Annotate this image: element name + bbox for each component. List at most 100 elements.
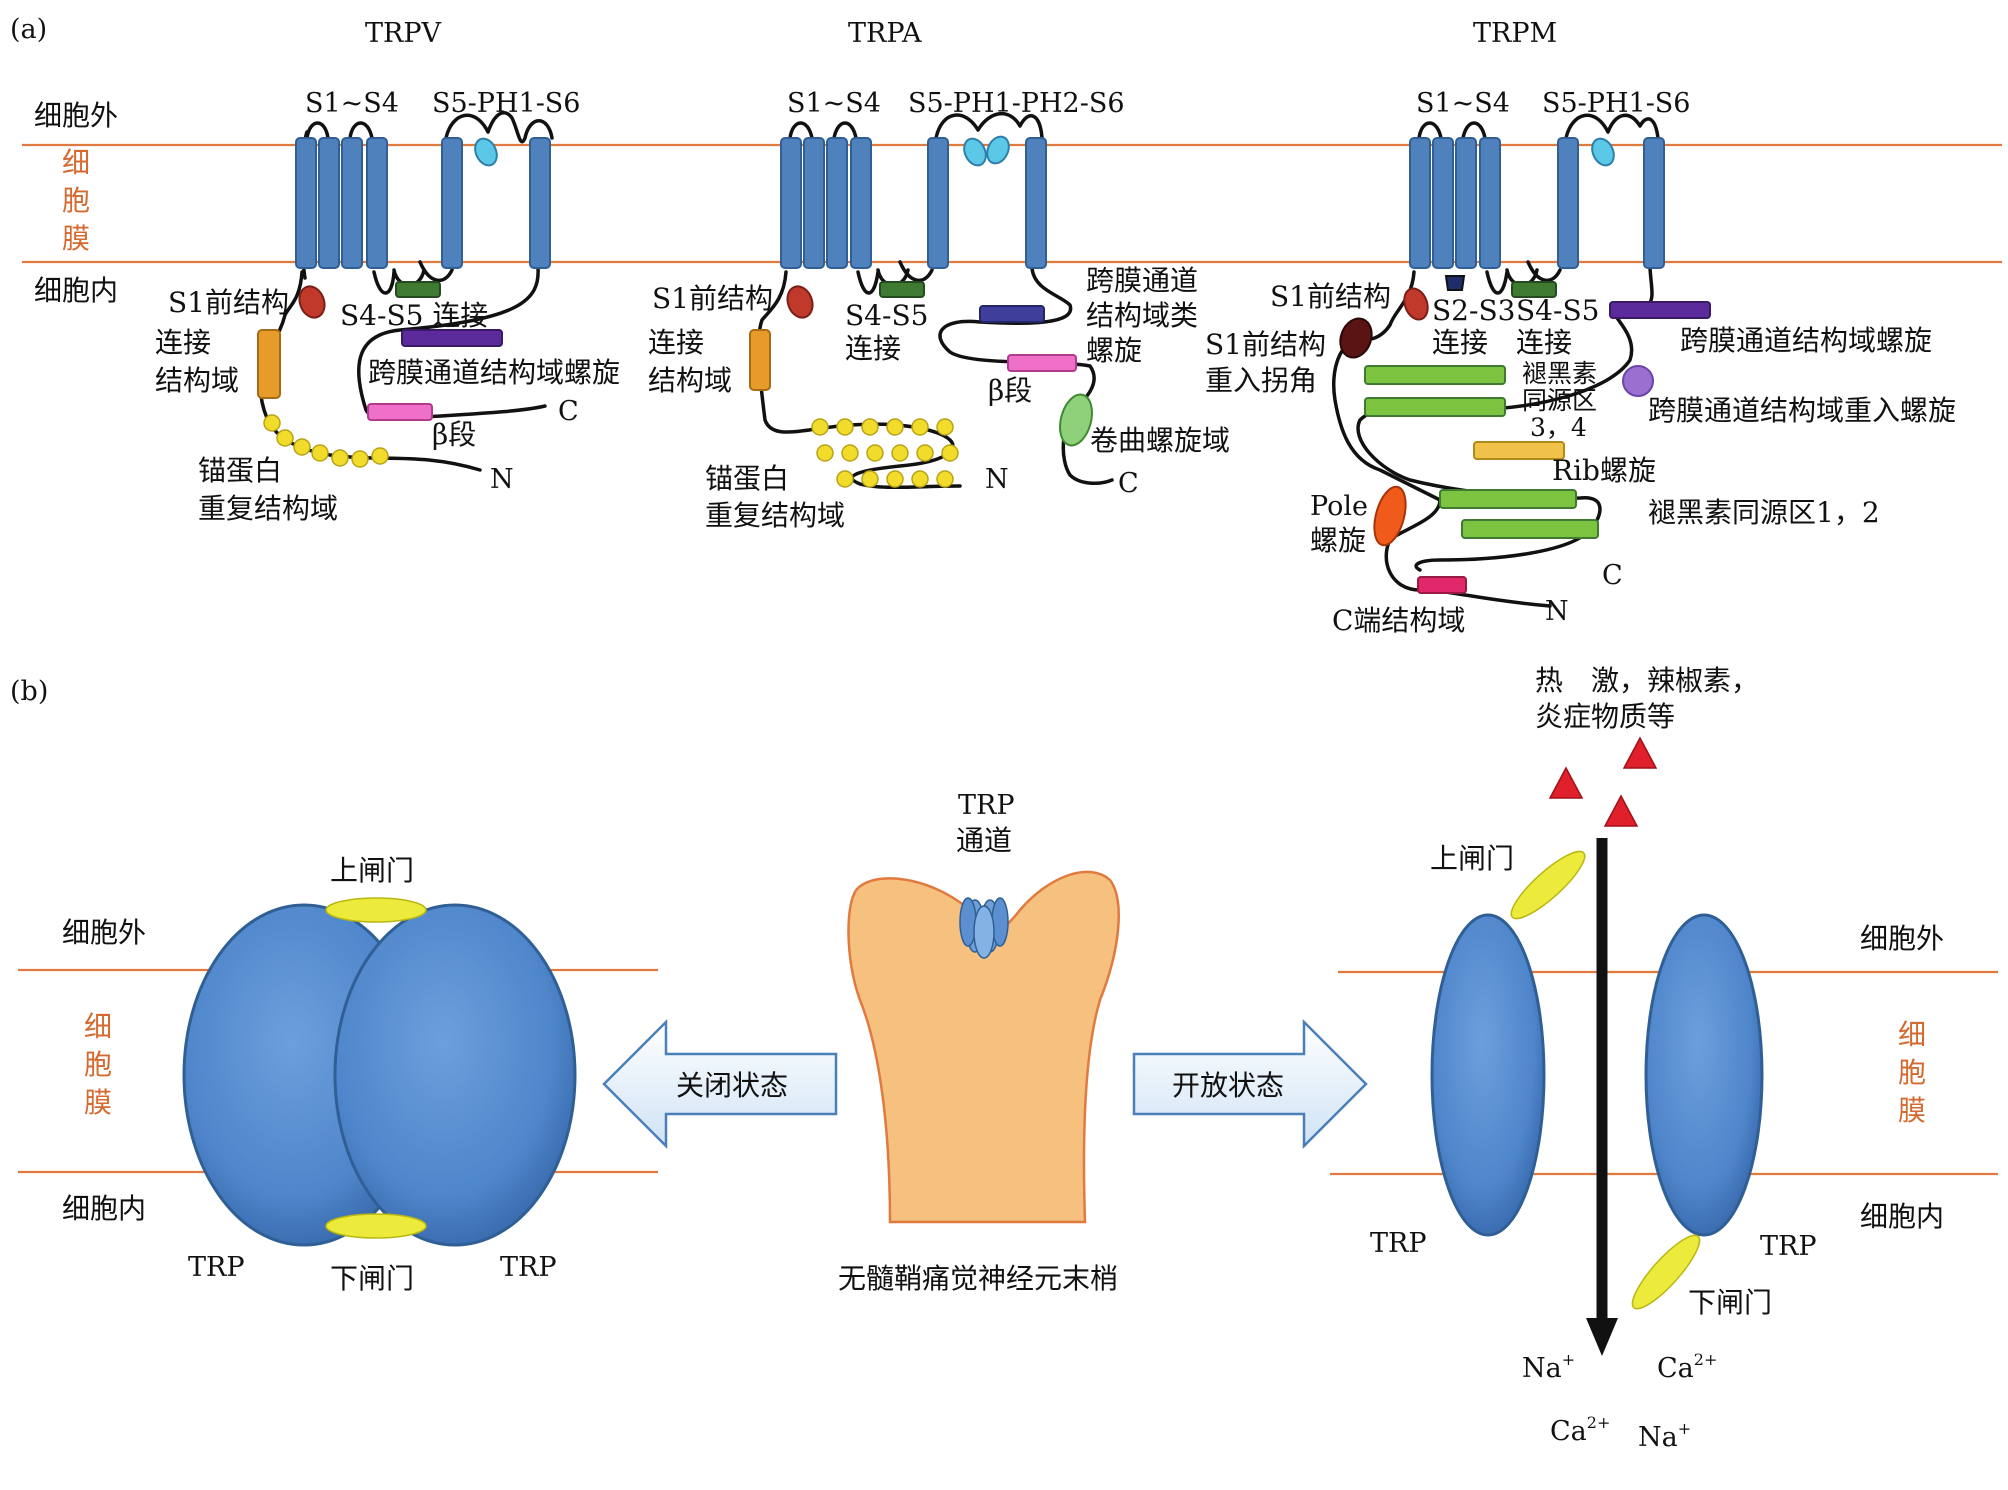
left-membrane-label-3: 膜 bbox=[84, 1086, 112, 1119]
trpm-pore-helix bbox=[1591, 137, 1615, 167]
trpm-s2s3-label-2: 连接 bbox=[1432, 326, 1488, 359]
trpv-linker-bar bbox=[257, 329, 281, 399]
stimulus-triangle bbox=[1548, 766, 1584, 799]
open-trp-subunit-right bbox=[1644, 913, 1764, 1237]
ankyrin-bead bbox=[911, 418, 929, 436]
trpa-s5s6-label: S5-PH1-PH2-S6 bbox=[908, 88, 1125, 119]
trpm-mhr1-bar bbox=[1439, 489, 1577, 509]
trpv-tm-helix-label: 跨膜通道结构域螺旋 bbox=[368, 356, 620, 389]
ankyrin-bead bbox=[861, 418, 879, 436]
ankyrin-bead bbox=[841, 444, 859, 462]
ankyrin-bead bbox=[886, 470, 904, 488]
closed-channel-panel: 细胞外 细 胞 膜 细胞内 上闸门 下闸门 TRP TRP bbox=[18, 854, 658, 1295]
trpa-tm-like-bar bbox=[979, 305, 1045, 323]
trp-channel-icon bbox=[959, 897, 1009, 959]
channel-subunit bbox=[973, 905, 995, 959]
ankyrin-bead bbox=[276, 429, 294, 447]
trpv-ankyrin-beads bbox=[263, 414, 389, 468]
panel-b-label: (b) bbox=[10, 676, 48, 707]
right-membrane-label-3: 膜 bbox=[1898, 1094, 1926, 1127]
neuron-terminal: TRP 通道 无髓鞘痛觉神经元末梢 bbox=[838, 790, 1120, 1295]
trpa-linker-bar bbox=[749, 329, 771, 391]
closed-trp-left-label: TRP bbox=[188, 1252, 245, 1283]
trpv-pre-s1-ellipse bbox=[298, 285, 326, 319]
ankyrin-bead bbox=[836, 418, 854, 436]
trpv-c-label: C bbox=[558, 396, 579, 427]
trpv-beta-bar bbox=[367, 403, 433, 421]
stimuli-label-2: 炎症物质等 bbox=[1535, 700, 1675, 733]
trpa-ankyrin-label-1: 锚蛋白 bbox=[705, 462, 789, 495]
trpa-pore-loop bbox=[934, 111, 1044, 140]
trpv-ankyrin-label-1: 锚蛋白 bbox=[198, 454, 282, 487]
ankyrin-bead bbox=[351, 450, 369, 468]
trpm-mhr34-label-2: 同源区 bbox=[1522, 386, 1597, 415]
trpa-linker-label-2: 结构域 bbox=[648, 364, 732, 397]
ankyrin-bead bbox=[916, 444, 934, 462]
trpv-linker-label-2: 结构域 bbox=[155, 364, 239, 397]
ankyrin-bead bbox=[861, 470, 879, 488]
panel-a-label: (a) bbox=[10, 14, 47, 45]
right-membrane-label-2: 胞 bbox=[1898, 1056, 1926, 1089]
trpa-helix-s3 bbox=[826, 137, 848, 269]
trpm-c-label: C bbox=[1602, 560, 1623, 591]
trpv-helix-s2 bbox=[318, 137, 340, 269]
trpm-helix-s1 bbox=[1409, 137, 1431, 269]
trpa-coiled-label: 卷曲螺旋域 bbox=[1090, 424, 1230, 457]
trpv-pore-helix bbox=[474, 137, 498, 167]
trpa-c-label: C bbox=[1118, 468, 1139, 499]
trpa-helix-s6 bbox=[1025, 137, 1047, 269]
trpm-elbow-label-1: S1前结构 bbox=[1205, 328, 1326, 361]
trpa-ankyrin-label-2: 重复结构域 bbox=[705, 499, 845, 532]
trpa-ankyrin-beads bbox=[811, 418, 959, 488]
trpa-tm-like-label-3: 螺旋 bbox=[1086, 334, 1142, 367]
ankyrin-bead bbox=[936, 470, 954, 488]
membrane-label-a-1: 细 bbox=[62, 146, 90, 179]
trpm-mhr4-bar bbox=[1364, 397, 1506, 417]
trpa-helix-s2 bbox=[803, 137, 825, 269]
trpm-schematic: TRPM S1~S4 S5-PH1-S6 S1前结构 S2-S3 连接 S4-S… bbox=[1205, 18, 1956, 637]
ion-ca-1: Ca2+ bbox=[1657, 1350, 1717, 1384]
trpa-s4s5-bar bbox=[879, 281, 925, 298]
trpv-s1s4-label: S1~S4 bbox=[305, 88, 399, 119]
ankyrin-bead bbox=[941, 444, 959, 462]
closed-upper-gate-label: 上闸门 bbox=[330, 854, 414, 887]
left-membrane-label-1: 细 bbox=[84, 1010, 112, 1043]
ankyrin-bead bbox=[886, 418, 904, 436]
trpm-rib-label: Rib螺旋 bbox=[1552, 454, 1656, 487]
trpa-c-tail bbox=[938, 266, 1114, 486]
trpm-n-label: N bbox=[1545, 596, 1569, 627]
trpa-helix-s5 bbox=[927, 137, 949, 269]
trpa-n-label: N bbox=[985, 464, 1009, 495]
stimuli-label-1: 热 激，辣椒素， bbox=[1535, 664, 1759, 697]
trpm-pole-label-2: 螺旋 bbox=[1310, 524, 1366, 557]
trpm-helix-s6 bbox=[1643, 137, 1665, 269]
open-state-arrow: 开放状态 bbox=[1132, 1018, 1368, 1150]
trpm-helix-s5 bbox=[1557, 137, 1579, 269]
trpm-helix-s4 bbox=[1479, 137, 1501, 269]
trpv-schematic: TRPV S1~S4 S5-PH1-S6 S1前结构 S4-S5 连接 bbox=[155, 18, 620, 525]
open-upper-gate bbox=[1510, 850, 1586, 920]
trpa-s1s4-label: S1~S4 bbox=[787, 88, 881, 119]
ion-na-2: Na+ bbox=[1638, 1419, 1691, 1453]
trpa-pore-helix-2 bbox=[986, 135, 1010, 165]
membrane-label-a-2: 胞 bbox=[62, 184, 90, 217]
trpm-mhr12-label: 褪黑素同源区1，2 bbox=[1648, 496, 1880, 529]
left-inside-label: 细胞内 bbox=[62, 1192, 146, 1225]
closed-state-label: 关闭状态 bbox=[676, 1069, 788, 1102]
ankyrin-bead bbox=[936, 418, 954, 436]
ankyrin-bead bbox=[331, 449, 349, 467]
trpv-helix-s1 bbox=[295, 137, 317, 269]
trpm-reentrant-label: 跨膜通道结构域重入螺旋 bbox=[1648, 394, 1956, 427]
trpa-beta-label: β段 bbox=[988, 374, 1032, 407]
trpm-pore-loop bbox=[1564, 113, 1660, 140]
trpa-s4s5-label-1: S4-S5 bbox=[845, 299, 928, 332]
trpv-ankyrin-label-2: 重复结构域 bbox=[198, 492, 338, 525]
closed-lower-gate bbox=[325, 1213, 427, 1239]
trpm-mhr34-label-3: 3，4 bbox=[1530, 413, 1587, 442]
ion-flow-arrow-head bbox=[1586, 1318, 1618, 1356]
ankyrin-bead bbox=[891, 444, 909, 462]
open-channel-panel: 热 激，辣椒素， 炎症物质等 上闸门 下闸门 细胞外 细 胞 膜 细胞内 TRP… bbox=[1330, 664, 1998, 1453]
trpm-title: TRPM bbox=[1473, 18, 1557, 49]
open-arrow-shape bbox=[1132, 1018, 1368, 1150]
